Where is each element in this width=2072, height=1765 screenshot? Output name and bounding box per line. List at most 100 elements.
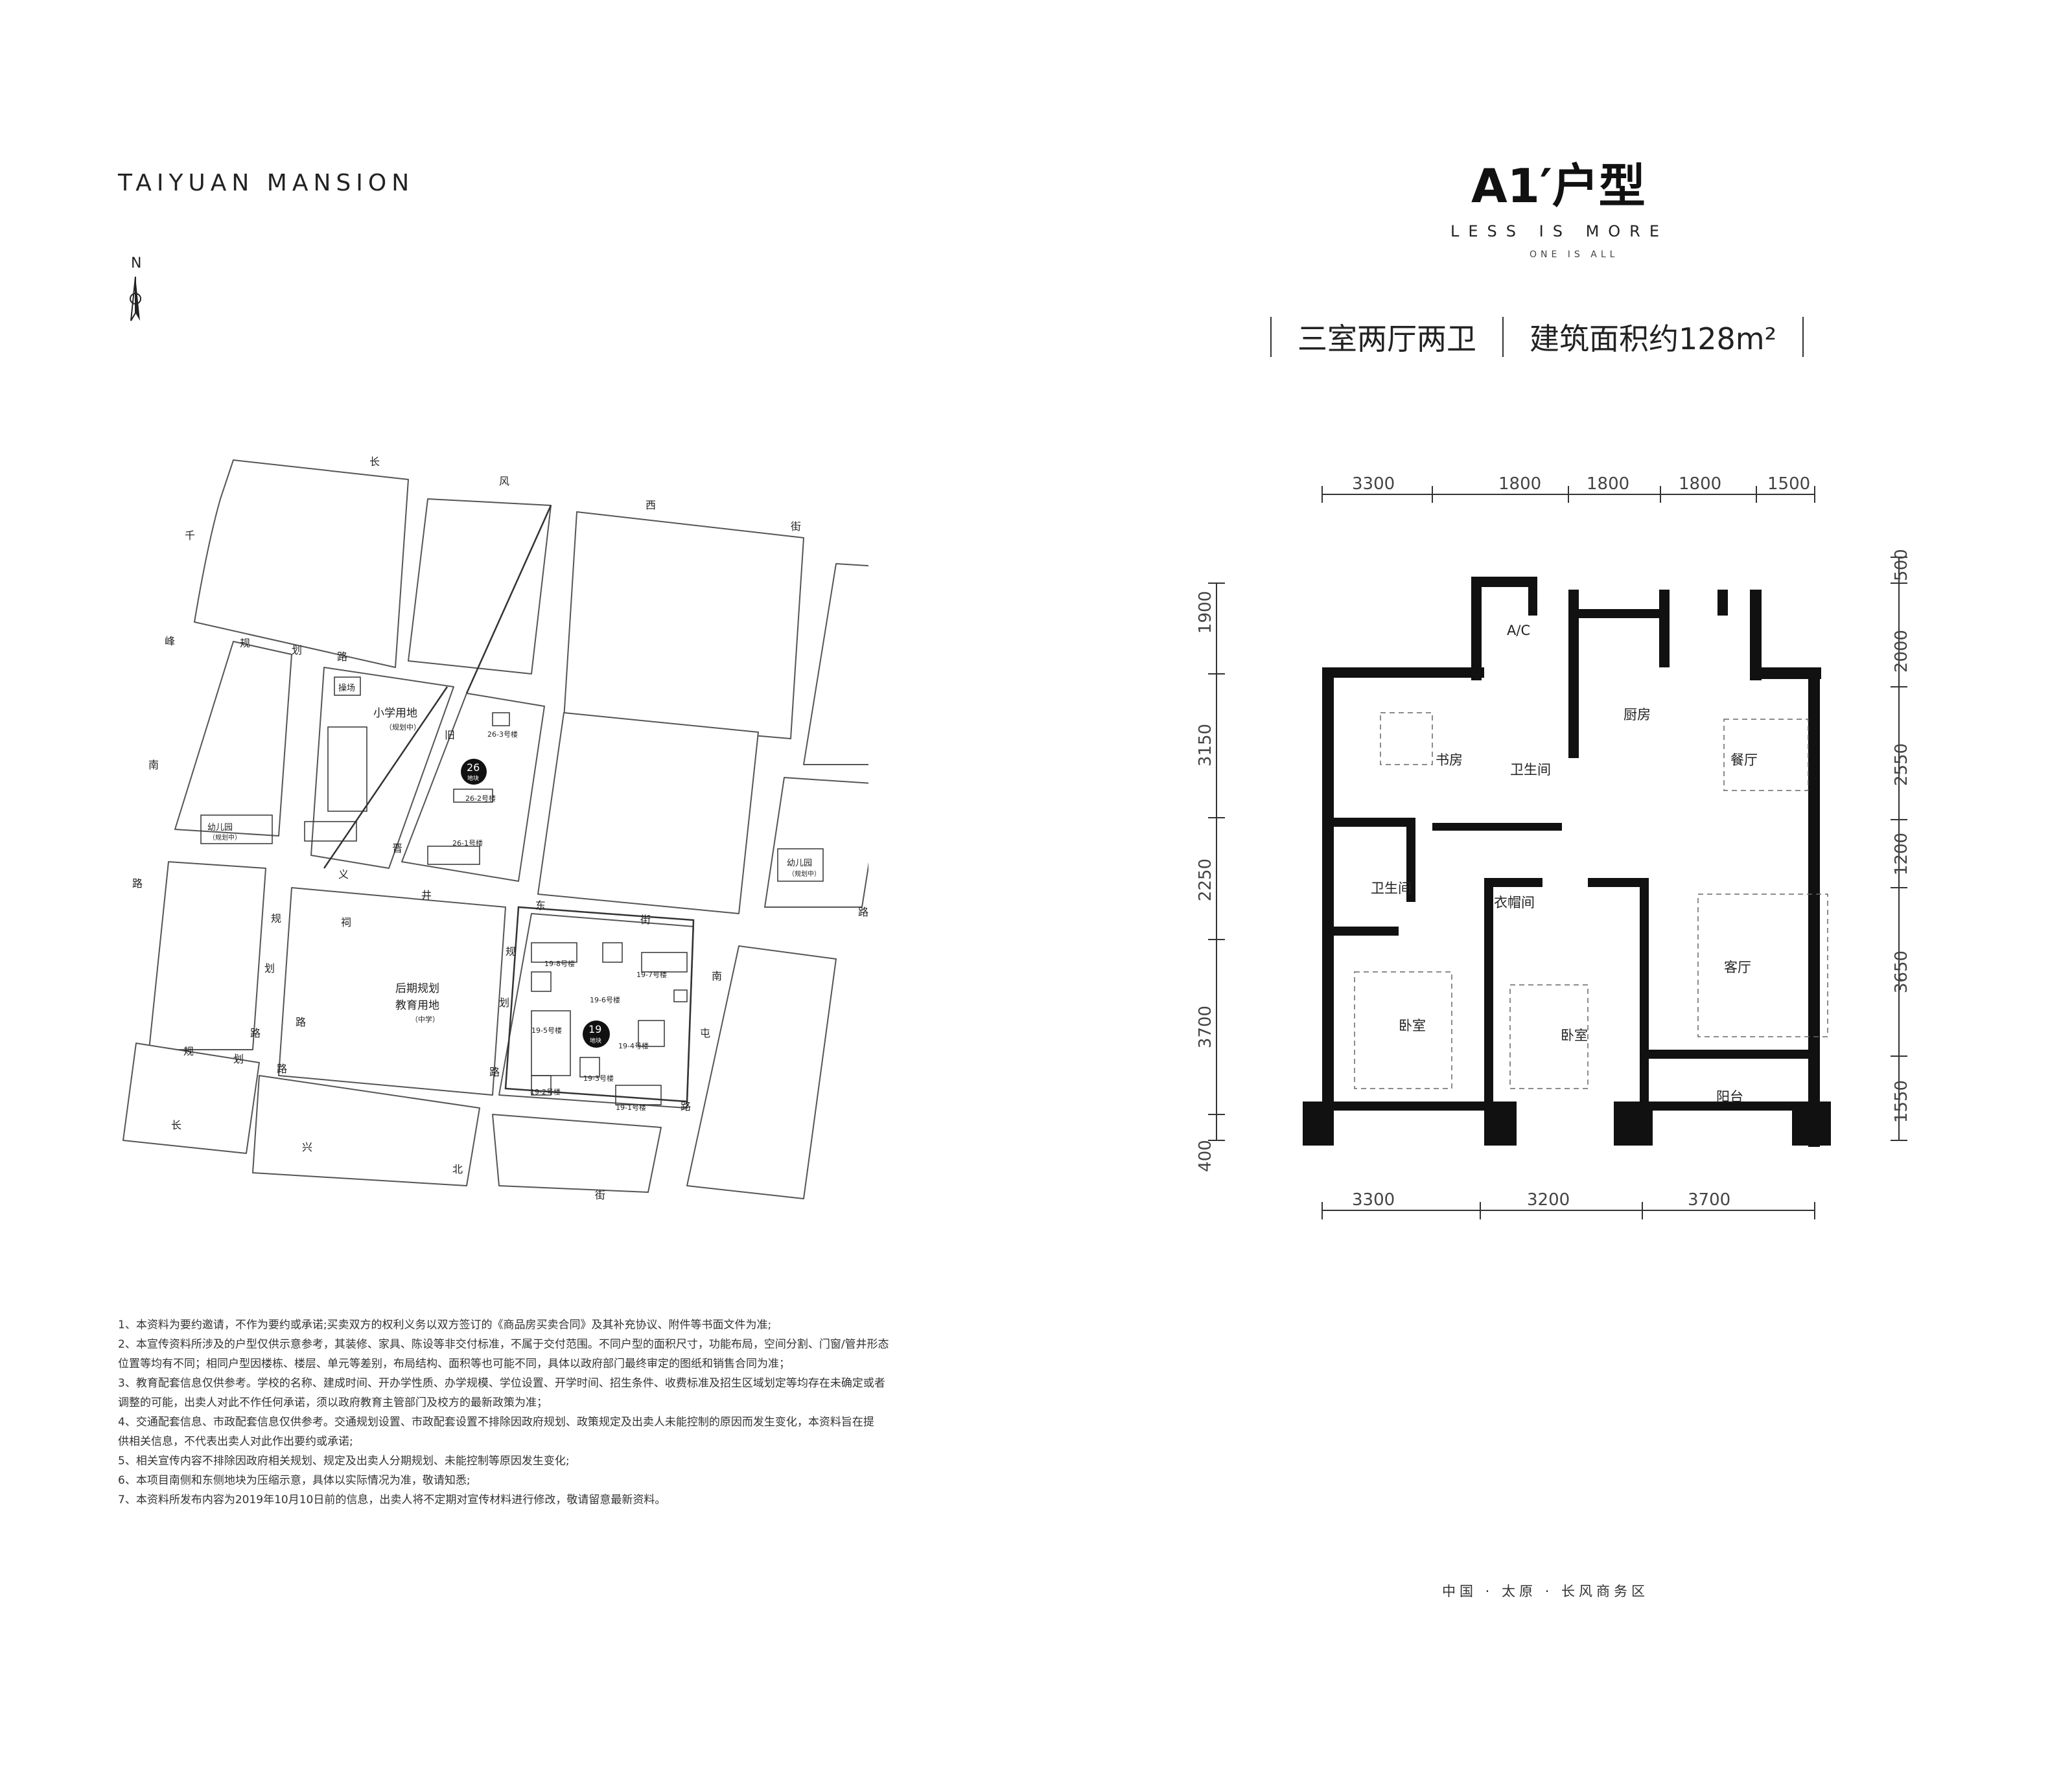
svg-text:3700: 3700 — [1196, 1006, 1215, 1048]
svg-text:规: 规 — [183, 1045, 194, 1057]
room-bath1: 卫生间 — [1510, 762, 1551, 778]
svg-text:晋: 晋 — [392, 842, 402, 855]
note-line: 位置等均有不同；相同户型因楼栋、楼层、单元等差别，布局结构、面积等也可能不同，具… — [118, 1357, 790, 1370]
svg-text:规: 规 — [271, 912, 281, 925]
building — [200, 814, 273, 844]
building — [304, 821, 357, 842]
svg-text:1800: 1800 — [1587, 474, 1629, 494]
svg-text:千: 千 — [185, 529, 195, 542]
room-closet: 衣帽间 — [1494, 895, 1535, 910]
svg-text:（规划中）: （规划中） — [385, 722, 421, 732]
svg-text:路: 路 — [132, 877, 143, 890]
svg-text:1900: 1900 — [1196, 591, 1215, 634]
svg-text:划: 划 — [499, 997, 509, 1009]
building — [531, 971, 552, 992]
svg-text:教育用地: 教育用地 — [395, 999, 439, 1012]
svg-text:规: 规 — [506, 945, 516, 958]
building — [453, 789, 493, 803]
map-block — [563, 511, 804, 739]
svg-text:19-2号楼: 19-2号楼 — [530, 1087, 561, 1096]
svg-text:路: 路 — [489, 1066, 500, 1078]
svg-text:400: 400 — [1196, 1140, 1215, 1172]
map-block — [492, 1114, 662, 1193]
svg-text:划: 划 — [264, 962, 275, 975]
room-kitchen: 厨房 — [1624, 707, 1651, 722]
map-block — [252, 1075, 480, 1186]
building — [602, 942, 623, 963]
svg-text:3650: 3650 — [1892, 951, 1911, 993]
svg-text:19-1号楼: 19-1号楼 — [616, 1103, 646, 1112]
svg-text:西: 西 — [646, 499, 656, 511]
note-line: 7、本资料所发布内容为2019年10月10日前的信息，出卖人将不定期对宣传材料进… — [118, 1494, 666, 1506]
svg-text:街: 街 — [640, 914, 651, 926]
building — [615, 1085, 662, 1105]
building — [579, 1057, 600, 1078]
svg-text:街: 街 — [791, 520, 801, 533]
svg-text:旧: 旧 — [445, 729, 455, 741]
svg-text:26-2号楼: 26-2号楼 — [465, 794, 496, 803]
map-block — [194, 459, 409, 668]
room-balcony: 阳台 — [1716, 1089, 1743, 1105]
svg-text:26: 26 — [467, 761, 480, 774]
svg-text:划: 划 — [292, 644, 302, 656]
svg-text:19-7号楼: 19-7号楼 — [636, 970, 667, 979]
divider — [1270, 317, 1272, 357]
svg-text:路: 路 — [337, 651, 347, 663]
divider — [1802, 317, 1804, 357]
building — [531, 942, 577, 963]
building — [327, 726, 367, 812]
svg-text:东: 东 — [535, 899, 546, 912]
site-map: 长 风 西 街 千 峰 南 路 规 划 路 旧 晋 新 晋 祠 路 义 井 东 … — [122, 456, 868, 1201]
svg-text:小学用地: 小学用地 — [373, 707, 417, 720]
map-block — [686, 945, 837, 1199]
svg-text:路: 路 — [277, 1063, 287, 1075]
room-bedroom2: 卧室 — [1561, 1028, 1588, 1043]
svg-text:3200: 3200 — [1527, 1190, 1570, 1210]
disclaimer-notes: 1、本资料为要约邀请，不作为要约或承诺;买卖双方的权利义务以双方签订的《商品房买… — [118, 1315, 1142, 1510]
svg-text:1500: 1500 — [1767, 474, 1810, 494]
brand-title: TAIYUAN MANSION — [118, 170, 415, 196]
building — [638, 1020, 665, 1047]
svg-text:2250: 2250 — [1196, 859, 1215, 901]
room-study: 书房 — [1436, 752, 1463, 768]
slogan-line2: ONE IS ALL — [1530, 249, 1619, 260]
svg-text:北: 北 — [452, 1163, 463, 1175]
svg-text:峰: 峰 — [165, 635, 175, 647]
svg-text:地块: 地块 — [590, 1037, 601, 1044]
svg-text:1800: 1800 — [1498, 474, 1541, 494]
room-living: 客厅 — [1724, 960, 1751, 975]
svg-text:19-8号楼: 19-8号楼 — [544, 959, 575, 968]
plot26-marker — [461, 759, 487, 785]
svg-text:2000: 2000 — [1892, 630, 1911, 673]
note-line: 2、本宣传资料所涉及的户型仅供示意参考，其装修、家具、陈设等非交付标准，不属于交… — [118, 1338, 889, 1351]
svg-text:长: 长 — [171, 1119, 181, 1131]
svg-text:500: 500 — [1892, 549, 1911, 581]
compass-north-label: N — [131, 255, 141, 271]
svg-text:19: 19 — [588, 1023, 601, 1035]
svg-text:3700: 3700 — [1688, 1190, 1730, 1210]
note-line: 5、相关宣传内容不排除因政府相关规划、规定及出卖人分期规划、未能控制等原因发生变… — [118, 1455, 570, 1468]
svg-text:路: 路 — [681, 1100, 691, 1113]
svg-text:规: 规 — [240, 637, 250, 649]
svg-text:屯: 屯 — [700, 1027, 710, 1039]
svg-text:1200: 1200 — [1892, 833, 1911, 875]
room-layout: 三室两厅两卫 — [1298, 321, 1476, 356]
map-block — [408, 498, 552, 675]
svg-text:地块: 地块 — [467, 774, 479, 782]
map-block — [401, 693, 545, 882]
svg-text:长: 长 — [369, 456, 380, 468]
svg-text:2550: 2550 — [1892, 743, 1911, 786]
map-block — [537, 712, 759, 914]
svg-text:街: 街 — [595, 1189, 605, 1201]
svg-text:19-4号楼: 19-4号楼 — [618, 1041, 649, 1050]
floor-area: 建筑面积约128m² — [1530, 321, 1777, 356]
svg-text:幼儿园: 幼儿园 — [787, 859, 812, 868]
svg-text:19-3号楼: 19-3号楼 — [583, 1074, 614, 1083]
building — [673, 989, 688, 1002]
map-block — [803, 563, 868, 765]
svg-text:南: 南 — [712, 970, 722, 982]
svg-text:3300: 3300 — [1352, 1190, 1395, 1210]
svg-text:风: 风 — [499, 475, 509, 487]
svg-text:划: 划 — [233, 1053, 244, 1065]
svg-text:26-3号楼: 26-3号楼 — [487, 730, 518, 739]
